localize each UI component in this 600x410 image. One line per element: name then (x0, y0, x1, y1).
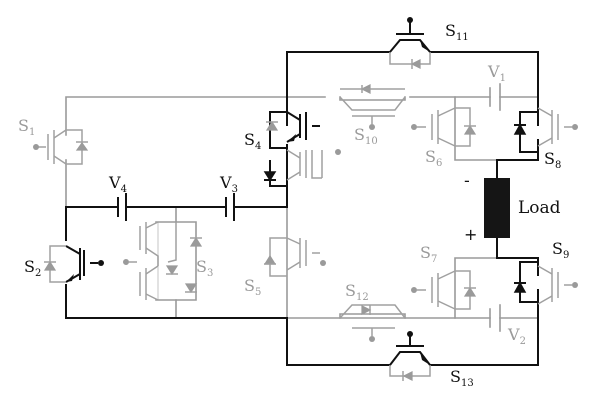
battery-v3 (225, 193, 235, 221)
label-s8: S8 (544, 149, 561, 171)
label-s5: S5 (244, 276, 261, 298)
battery-v2 (489, 304, 501, 332)
label-s12: S12 (345, 281, 369, 303)
switch-s5 (263, 237, 326, 277)
switch-s6 (411, 107, 477, 147)
label-v4: V4 (108, 173, 127, 195)
load-plus-sign: + (464, 225, 477, 244)
label-s11: S11 (445, 21, 469, 43)
load-minus-sign: - (464, 171, 470, 190)
inactive-wires (65, 96, 539, 319)
switch-s13 (389, 331, 431, 381)
switch-s10 (339, 84, 406, 130)
label-s2: S2 (24, 257, 41, 279)
switch-s11 (389, 17, 431, 69)
label-s1: S1 (18, 116, 35, 138)
label-v2: V2 (507, 325, 526, 347)
switch-s2 (43, 245, 104, 283)
switch-s9 (513, 261, 578, 305)
switch-s7 (411, 270, 477, 310)
label-s9: S9 (552, 239, 569, 261)
label-v3: V3 (219, 173, 238, 195)
label-s3: S3 (196, 257, 213, 279)
label-s4: S4 (244, 130, 261, 152)
label-s13: S13 (450, 367, 474, 389)
label-s10: S10 (354, 125, 378, 147)
label-s6: S6 (425, 147, 442, 169)
battery-v1 (489, 83, 501, 111)
switch-s4 (263, 111, 341, 187)
switch-s12 (339, 304, 406, 342)
label-s7: S7 (420, 243, 437, 265)
switch-s1 (33, 129, 89, 165)
load-label: Load (518, 198, 561, 218)
active-wires (65, 51, 539, 366)
switch-s3 (123, 221, 203, 301)
switch-s8 (513, 107, 578, 153)
battery-v4 (117, 193, 127, 221)
label-v1: V1 (487, 62, 506, 84)
load-resistor (484, 178, 510, 238)
